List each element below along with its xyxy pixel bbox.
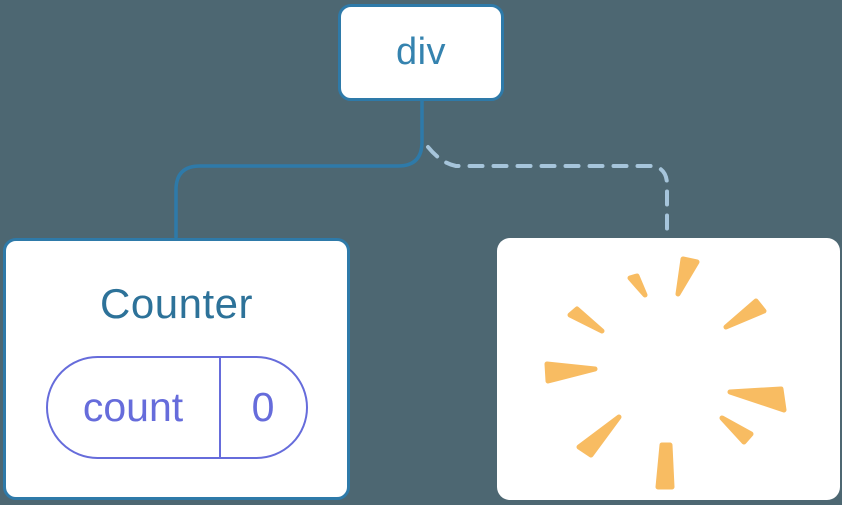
poof-wedge [576,414,622,458]
root-node-div: div [338,4,504,101]
root-node-label: div [395,31,447,73]
state-key-label: count [82,384,184,430]
edge-div-to-counter [174,99,424,239]
state-value: 0 [218,358,306,457]
state-pill: count 0 [45,356,308,459]
poof-wedge [723,298,767,330]
counter-component-card: Counter count 0 [3,238,350,500]
poof-wedge [675,256,700,297]
poof-wedge [727,386,787,413]
poof-wedge [719,415,754,445]
removed-component-card [497,238,840,500]
poof-starburst-icon [544,256,787,490]
poof-wedge [544,361,598,384]
counter-title: Counter [100,280,253,327]
poof-wedge [655,442,675,490]
poof-wedge [567,306,605,334]
edge-div-to-removed [426,145,669,238]
poof-wedge [627,273,648,298]
